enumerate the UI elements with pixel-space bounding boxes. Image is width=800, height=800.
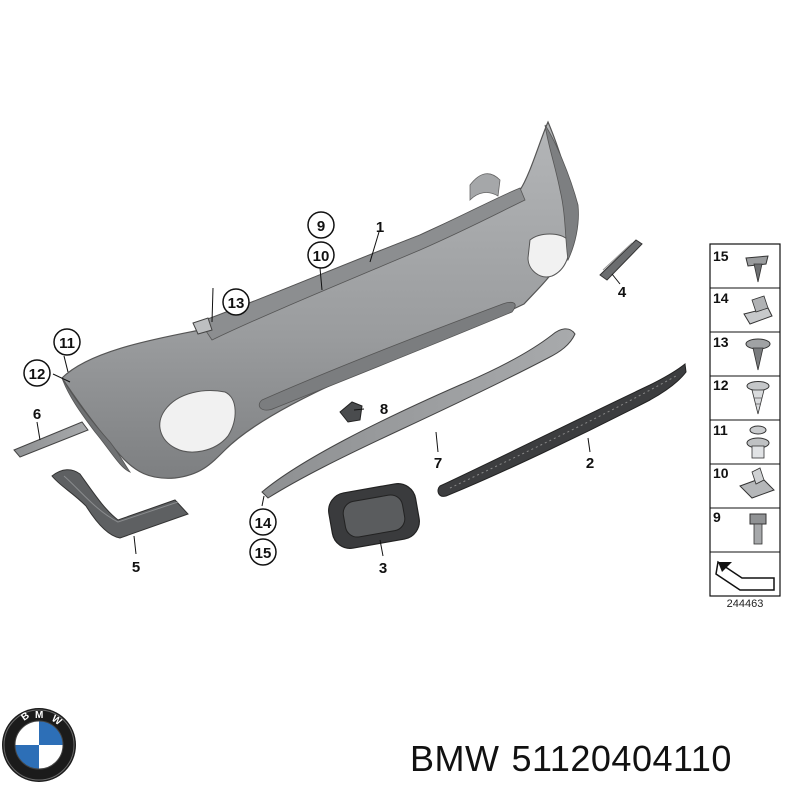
fastener-row-10-label: 10 — [713, 465, 729, 481]
brand-part-number: BMW 51120404110 — [410, 738, 744, 780]
trim-strip-left-part — [13, 421, 89, 458]
brand-name: BMW — [410, 738, 500, 779]
lower-grille-part — [437, 363, 687, 497]
fastener-row-9: 9 — [713, 509, 767, 545]
callout-3: 3 — [379, 560, 387, 577]
callout-5-label: 5 — [132, 559, 140, 576]
callout-13: 13 — [222, 288, 250, 316]
fastener-row-14-label: 14 — [713, 290, 729, 306]
fastener-row-15: 15 — [713, 248, 769, 283]
callout-7-label: 7 — [434, 455, 442, 472]
callout-2-label: 2 — [586, 455, 594, 472]
corner-trim-left-part — [51, 469, 189, 539]
side-bracket-right-part — [599, 239, 643, 281]
callout-15: 15 — [249, 538, 277, 566]
clip-8-part — [339, 401, 363, 423]
callout-6: 6 — [33, 406, 41, 423]
callout-4-label: 4 — [618, 284, 627, 301]
fastener-row-14: 14 — [713, 290, 773, 325]
callout-3-label: 3 — [379, 560, 387, 577]
fastener-row-13-label: 13 — [713, 334, 729, 350]
fastener-panel: 15 14 13 12 11 — [709, 243, 781, 610]
fastener-row-15-label: 15 — [713, 248, 729, 264]
callout-13-label: 13 — [228, 295, 245, 312]
callout-1-label: 1 — [376, 219, 384, 236]
clip-13-part — [192, 317, 213, 335]
callout-11-label: 11 — [59, 335, 75, 352]
part-number: 51120404110 — [511, 738, 732, 779]
fastener-row-13: 13 — [713, 334, 771, 371]
callout-1: 1 — [376, 219, 384, 236]
callout-12-label: 12 — [29, 366, 46, 383]
callout-8-label: 8 — [380, 401, 388, 418]
callout-10-label: 10 — [313, 248, 330, 265]
fastener-row-9-label: 9 — [713, 509, 721, 525]
callout-14-label: 14 — [255, 515, 272, 532]
callout-15-label: 15 — [255, 545, 272, 562]
fastener-row-12-label: 12 — [713, 377, 729, 393]
callout-4: 4 — [618, 284, 627, 301]
callout-9: 9 — [307, 211, 335, 239]
lower-spoiler-strip-part — [261, 328, 576, 499]
svg-text:M: M — [35, 710, 43, 721]
callout-2: 2 — [586, 455, 594, 472]
reference-arrow-icon — [715, 560, 775, 591]
bumper-cover-part — [61, 120, 579, 479]
callout-14: 14 — [249, 508, 277, 536]
fastener-row-10: 10 — [713, 465, 775, 499]
callout-11: 11 — [53, 328, 81, 356]
reference-number: 244463 — [727, 598, 764, 610]
callout-7: 7 — [434, 455, 442, 472]
callout-12: 12 — [23, 359, 51, 387]
callout-6-label: 6 — [33, 406, 41, 423]
callout-5: 5 — [132, 559, 140, 576]
callout-10: 10 — [307, 241, 335, 269]
fastener-row-11: 11 — [713, 422, 770, 459]
fastener-row-12: 12 — [713, 377, 770, 415]
bmw-roundel-logo: B M W — [2, 708, 76, 782]
callout-8: 8 — [380, 401, 388, 418]
fastener-row-11-label: 11 — [713, 422, 728, 438]
fog-grille-part — [328, 483, 420, 549]
leader-lines — [36, 231, 621, 557]
callout-9-label: 9 — [317, 218, 325, 235]
